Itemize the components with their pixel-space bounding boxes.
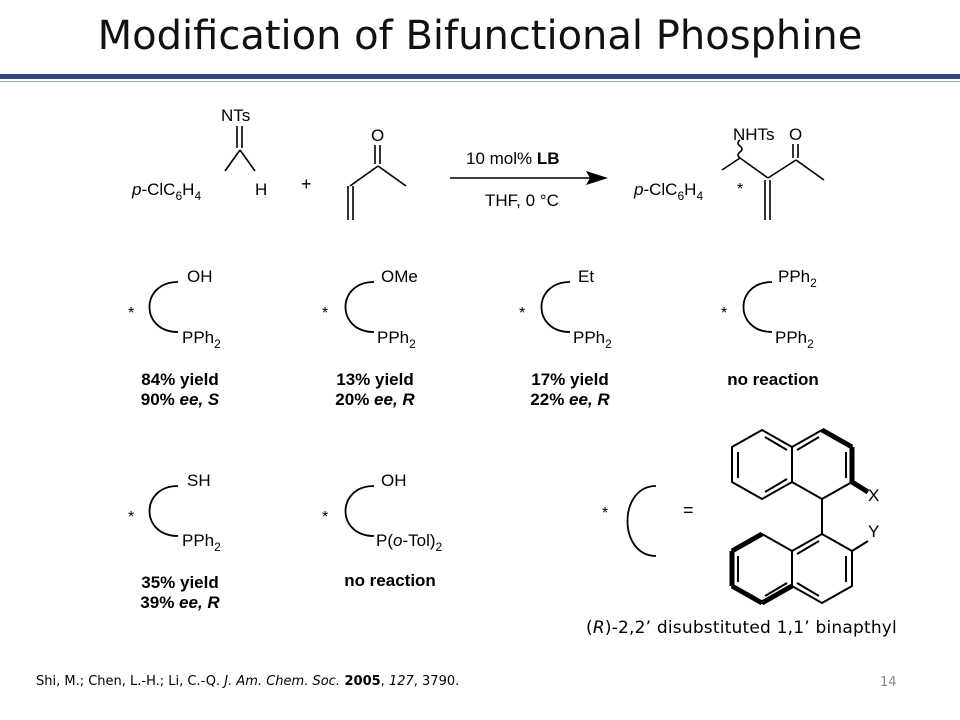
catalyst-4-result: no reaction	[727, 370, 819, 389]
svg-text:*: *	[602, 505, 608, 522]
svg-text:*: *	[128, 509, 134, 526]
reaction-arrow	[450, 171, 608, 185]
conditions-label: THF, 0 °C	[485, 191, 559, 210]
catalyst-loading-label: 10 mol% LB	[466, 149, 560, 168]
catalyst-5-yield: 35% yield	[141, 573, 219, 592]
svg-text:*: *	[322, 509, 328, 526]
enone-structure	[347, 145, 407, 220]
catalyst-2-y-group: PPh2	[377, 328, 416, 351]
catalyst-5-y-group: PPh2	[182, 531, 221, 554]
catalyst-3-x-group: Et	[578, 267, 594, 286]
plus-sign: +	[301, 174, 312, 194]
imine-structure	[224, 126, 256, 172]
footer-reference: Shi, M.; Chen, L.-H.; Li, C.-Q. J. Am. C…	[36, 674, 460, 689]
catalyst-2-x-group: OMe	[381, 267, 418, 286]
svg-text:*: *	[128, 305, 134, 322]
imine-aryl-label: p-ClC6H4	[131, 180, 201, 203]
page-number: 14	[880, 675, 897, 690]
catalyst-5-x-group: SH	[187, 471, 211, 490]
binaphthyl-structure	[729, 427, 870, 606]
binaphthyl-x-label: X	[868, 486, 879, 505]
catalyst-5-ee: 39% ee, R	[140, 593, 220, 612]
catalyst-2-ee: 20% ee, R	[335, 390, 415, 409]
slide-title: Modification of Bifunctional Phosphine	[97, 13, 863, 59]
imine-h-label: H	[255, 180, 267, 199]
catalyst-6-x-group: OH	[381, 471, 407, 490]
catalyst-1-yield: 84% yield	[141, 370, 219, 389]
product-structure	[721, 139, 825, 220]
svg-text:*: *	[721, 305, 727, 322]
catalyst-6-result: no reaction	[344, 571, 436, 590]
catalyst-1-x-group: OH	[187, 267, 213, 286]
equals-sign: =	[683, 500, 694, 520]
catalyst-3-ee: 22% ee, R	[530, 390, 610, 409]
catalyst-1-ee: 90% ee, S	[141, 390, 220, 409]
binaphthyl-y-label: Y	[868, 522, 879, 541]
catalyst-4: * PPh2 PPh2 no reaction	[721, 267, 819, 389]
svg-text:*: *	[322, 305, 328, 322]
catalyst-6: * OH P(o-Tol)2 no reaction	[322, 471, 443, 590]
catalyst-4-x-group: PPh2	[778, 267, 817, 290]
product-o-label: O	[789, 125, 802, 144]
catalyst-6-y-group: P(o-Tol)2	[376, 531, 443, 554]
catalyst-3-yield: 17% yield	[531, 370, 609, 389]
imine-nts-label: NTs	[221, 106, 250, 125]
catalyst-3: * Et PPh2 17% yield 22% ee, R	[519, 267, 612, 409]
scaffold-legend: * =	[602, 485, 694, 557]
catalyst-1: * OH PPh2 84% yield 90% ee, S	[128, 267, 221, 409]
catalyst-1-y-group: PPh2	[182, 328, 221, 351]
product-aryl-label: p-ClC6H4	[633, 180, 703, 203]
binaphthyl-caption: (R)-2,2’ disubstituted 1,1’ binapthyl	[586, 618, 897, 638]
catalyst-3-y-group: PPh2	[573, 328, 612, 351]
svg-text:*: *	[519, 305, 525, 322]
catalyst-5: * SH PPh2 35% yield 39% ee, R	[128, 471, 221, 612]
catalyst-4-y-group: PPh2	[775, 328, 814, 351]
title-underline-thin	[0, 81, 960, 82]
title-underline	[0, 74, 960, 79]
enone-o-label: O	[371, 126, 384, 145]
product-nhts-label: NHTs	[733, 125, 775, 144]
catalyst-2-yield: 13% yield	[336, 370, 414, 389]
catalyst-2: * OMe PPh2 13% yield 20% ee, R	[322, 267, 418, 409]
product-stereo-star: *	[737, 181, 743, 198]
